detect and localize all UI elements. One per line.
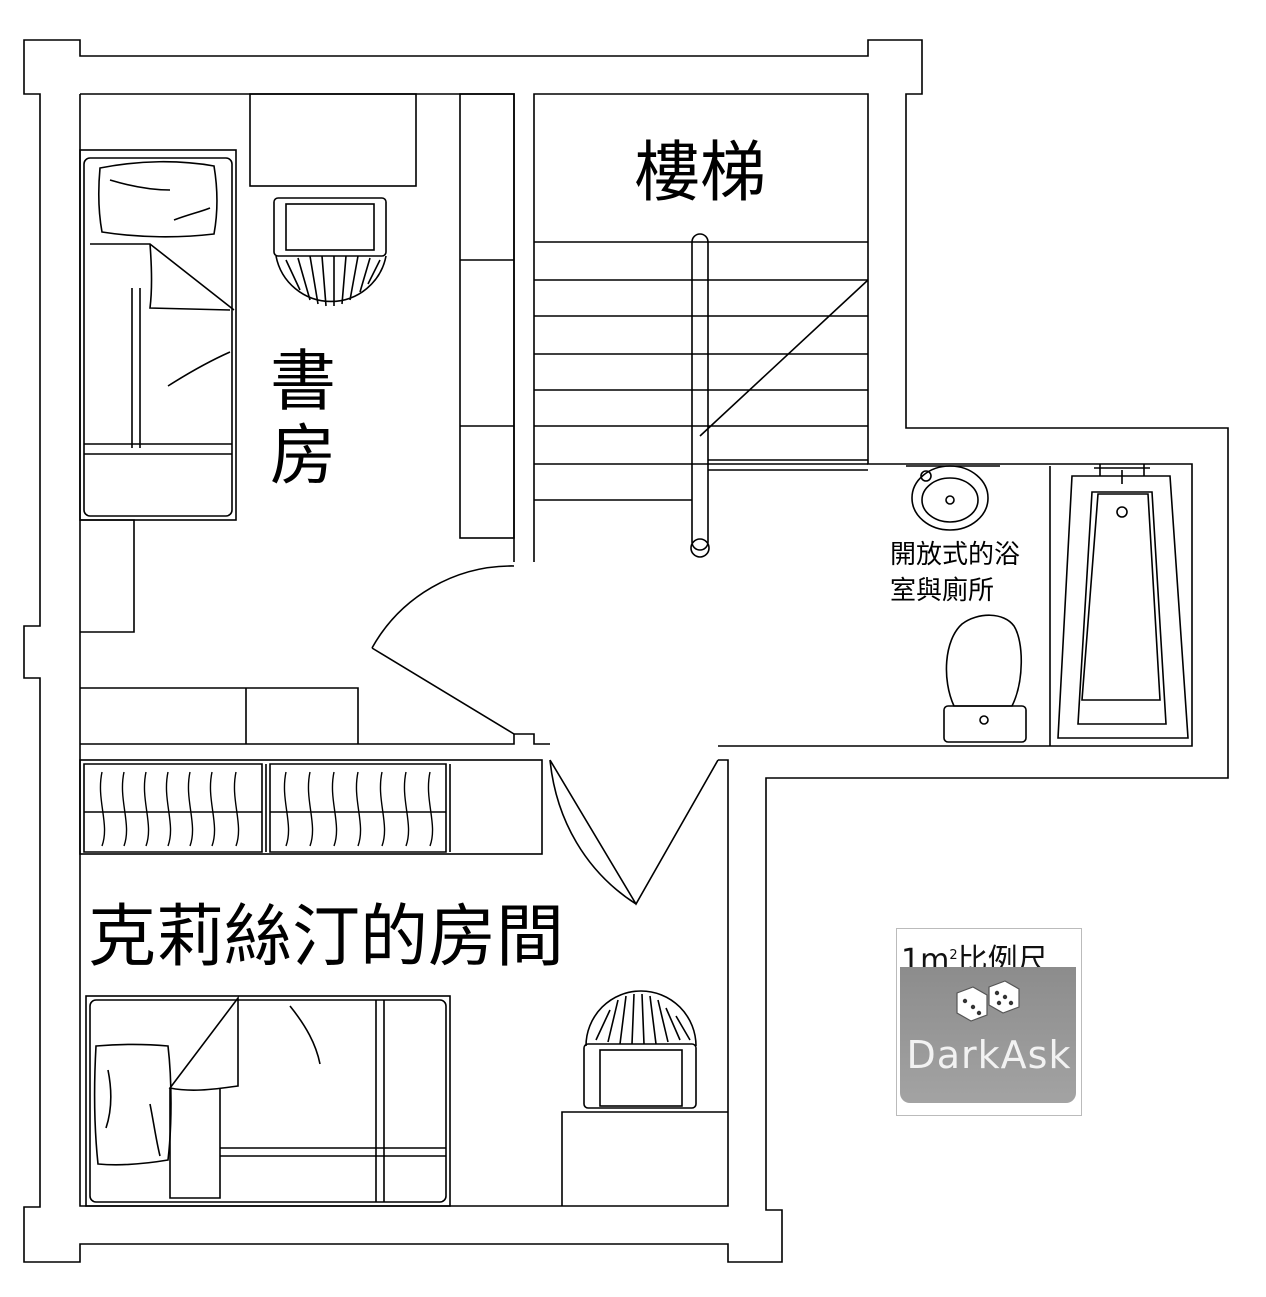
bathtub-outer <box>1057 475 1189 739</box>
study-bed-frame <box>84 288 232 455</box>
scale-brand: DarkAsk <box>906 1033 1072 1077</box>
study-side-table <box>80 519 135 633</box>
study-chair-inner <box>285 203 375 251</box>
bedroom-bed-inner <box>89 999 447 1203</box>
bedroom-bed <box>85 995 451 1207</box>
bedroom-chair-back <box>585 990 697 1047</box>
bedroom-blanket <box>168 995 321 1199</box>
bedroom-chair-inner <box>599 1049 683 1107</box>
study-bookshelf-dividers <box>460 259 514 427</box>
inner-wall <box>533 93 1193 747</box>
stair-newel-post <box>690 538 710 558</box>
study-bookshelf <box>459 93 515 539</box>
study-bed-inner <box>83 157 233 517</box>
bedroom-label: 克莉絲汀的房間 <box>88 898 565 977</box>
bathtub-faucet <box>1094 464 1150 484</box>
stair-handrail-return <box>708 459 868 471</box>
study-chair-back <box>275 255 387 303</box>
wardrobe <box>79 759 543 855</box>
bedroom-pillow-crease <box>105 1069 161 1157</box>
dice-icon <box>956 980 1020 1022</box>
study-pillow <box>97 160 218 238</box>
bathtub-basin <box>1081 493 1161 701</box>
wardrobe-hangers <box>99 771 434 847</box>
bedroom-chair-slats <box>595 993 691 1045</box>
study-chair-seat <box>273 197 387 257</box>
bedroom-chair-seat <box>583 1043 697 1109</box>
inner-wall <box>79 94 729 1207</box>
sink-bowl <box>921 477 979 523</box>
toilet-bowl <box>945 614 1023 707</box>
bathtub-inner <box>1077 491 1167 725</box>
toilet-flush <box>979 715 989 725</box>
bedroom-desk <box>561 1111 728 1206</box>
study-blanket <box>90 243 235 387</box>
study-lower-cabinet <box>80 687 359 744</box>
bedroom-bed-frame <box>220 1000 446 1202</box>
sink-tap <box>920 470 932 482</box>
study-chair-slats <box>285 255 381 307</box>
study-desk <box>249 93 417 187</box>
study-pillow-crease <box>109 179 211 221</box>
bath-label-line1: 開放式的浴 <box>890 540 1021 570</box>
study-door <box>371 565 515 735</box>
outer-wall <box>23 39 1229 1263</box>
stair-handrail <box>691 233 709 551</box>
sink-basin <box>911 465 989 531</box>
stair-break-line <box>699 279 869 437</box>
inner-wall <box>80 733 550 745</box>
stairs-label: 樓梯 <box>634 134 766 211</box>
study-bed <box>79 149 237 521</box>
bath-label-line2: 室與廁所 <box>890 576 995 606</box>
scale-badge: 1m2比例尺 DarkAsk <box>896 928 1082 1116</box>
scale-plate <box>900 967 1076 1103</box>
sink-drain <box>945 495 955 505</box>
bathtub-drain <box>1116 506 1128 518</box>
wardrobe-dividers <box>83 763 451 853</box>
bath-door <box>549 759 719 906</box>
study-label: 書房 <box>259 346 336 494</box>
stair-treads <box>534 241 868 501</box>
toilet-tank <box>943 705 1027 743</box>
bedroom-pillow <box>93 1043 172 1166</box>
